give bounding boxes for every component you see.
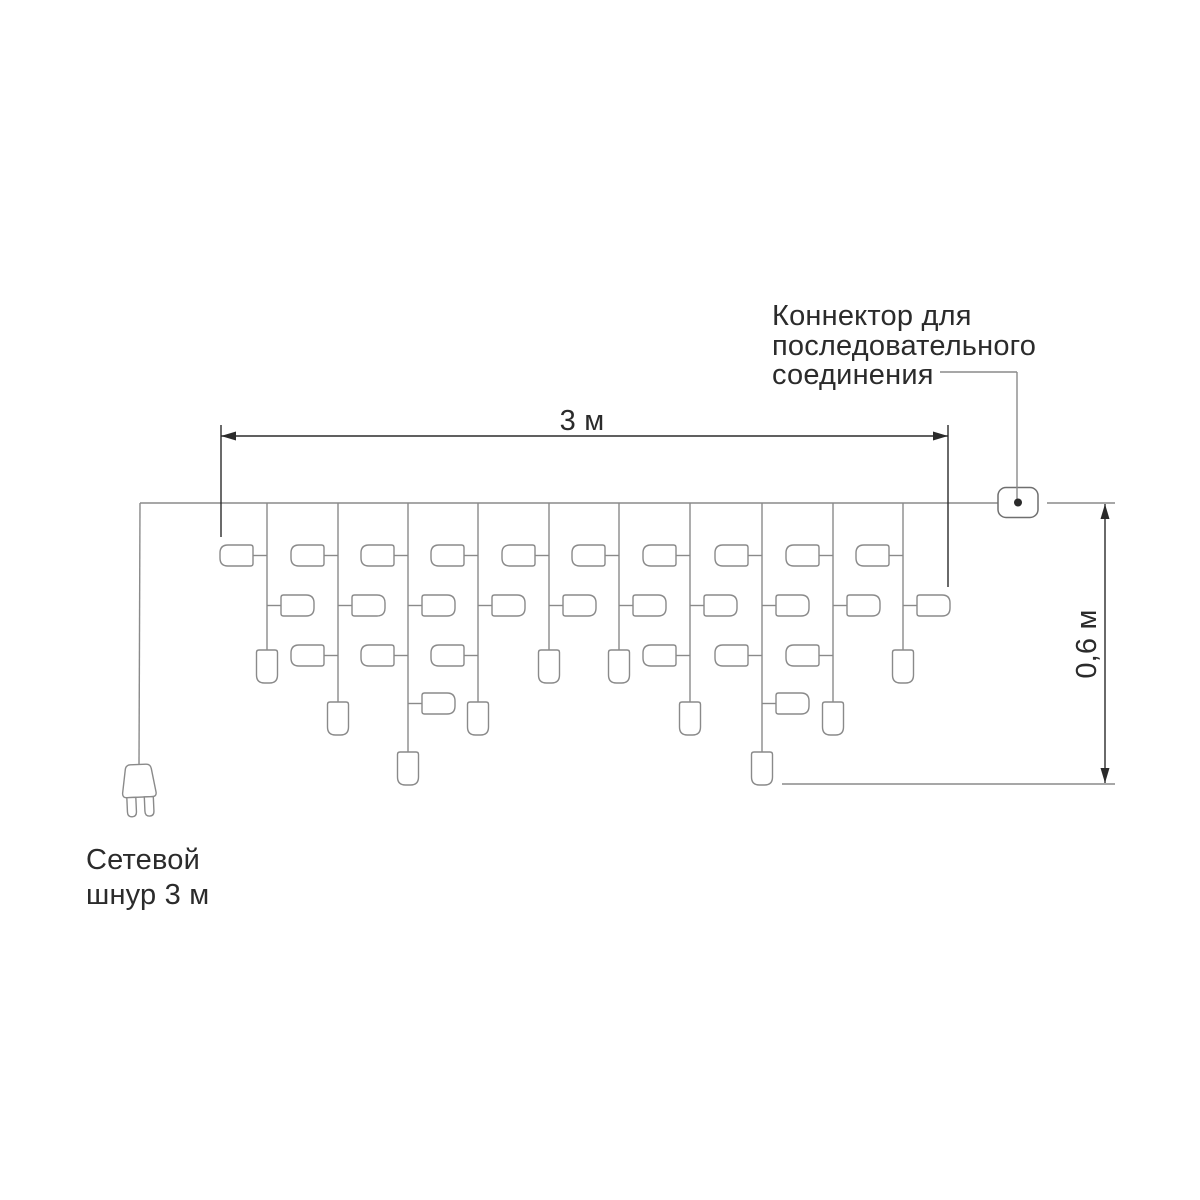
led-bulb xyxy=(360,644,395,667)
led-bulb xyxy=(714,644,749,667)
icicle-drop xyxy=(642,503,738,736)
connector-label: Коннектор для последовательного соединен… xyxy=(772,300,1036,391)
garland xyxy=(138,502,1115,786)
led-bulb xyxy=(846,594,881,617)
icicle-drop xyxy=(714,503,810,786)
power-cord-line xyxy=(138,502,141,767)
cord-label-line2: шнур 3 м xyxy=(86,879,209,911)
width-dimension-label: 3 м xyxy=(560,405,605,437)
height-dimension-arrow-top xyxy=(1100,504,1110,519)
tip-led-bulb xyxy=(537,649,561,684)
tip-led-bulb xyxy=(678,701,702,736)
icicle-drop xyxy=(855,503,951,684)
connector-label-line1: Коннектор для xyxy=(772,300,972,332)
plug-prong-right xyxy=(143,795,155,817)
led-bulb xyxy=(501,544,536,567)
icicle-drop xyxy=(290,503,386,736)
connector-dot xyxy=(1014,498,1022,507)
led-bulb xyxy=(916,594,951,617)
cord-label: Сетевой шнур 3 м xyxy=(86,844,209,911)
connector-label-line3: соединения xyxy=(772,359,934,391)
power-plug-icon xyxy=(121,763,157,818)
led-bulb xyxy=(351,594,386,617)
led-bulb xyxy=(421,594,456,617)
icicle-drop xyxy=(785,503,881,736)
led-bulb xyxy=(632,594,667,617)
led-bulb xyxy=(562,594,597,617)
led-bulb xyxy=(785,644,820,667)
plug-prong-left xyxy=(126,796,138,818)
icicle-drop xyxy=(219,503,315,684)
led-bulb xyxy=(775,594,810,617)
led-bulb xyxy=(785,544,820,567)
led-bulb xyxy=(775,692,810,715)
tip-led-bulb xyxy=(466,701,490,736)
width-dimension-arrow-left xyxy=(221,431,236,441)
led-bulb xyxy=(703,594,738,617)
series-connector xyxy=(940,371,1039,519)
tip-led-bulb xyxy=(255,649,279,684)
tip-led-bulb xyxy=(396,751,420,786)
icicle-drop xyxy=(430,503,526,736)
tip-led-bulb xyxy=(326,701,350,736)
led-bulb xyxy=(855,544,890,567)
tip-led-bulb xyxy=(891,649,915,684)
tip-led-bulb xyxy=(821,701,845,736)
tip-led-bulb xyxy=(607,649,631,684)
tip-led-bulb xyxy=(750,751,774,786)
led-bulb xyxy=(360,544,395,567)
led-bulb xyxy=(290,644,325,667)
icicle-drop xyxy=(501,503,597,684)
connector-label-line2: последовательного xyxy=(772,330,1036,362)
led-bulb xyxy=(642,544,677,567)
plug-body xyxy=(121,763,157,799)
dimension-annotations xyxy=(220,425,1115,785)
led-bulb xyxy=(290,544,325,567)
led-bulb xyxy=(430,544,465,567)
height-dimension-label: 0,6 м xyxy=(1071,609,1103,678)
led-bulb xyxy=(642,644,677,667)
width-dimension-arrow-right xyxy=(933,431,948,441)
led-bulb xyxy=(421,692,456,715)
led-bulb xyxy=(491,594,526,617)
led-bulb xyxy=(280,594,315,617)
icicle-drop xyxy=(360,503,456,786)
icicle-drop xyxy=(571,503,667,684)
led-bulb xyxy=(714,544,749,567)
led-bulb xyxy=(571,544,606,567)
height-dimension-arrow-bottom xyxy=(1100,768,1110,783)
led-bulb xyxy=(430,644,465,667)
led-bulb xyxy=(219,544,254,567)
cord-label-line1: Сетевой xyxy=(86,844,200,876)
